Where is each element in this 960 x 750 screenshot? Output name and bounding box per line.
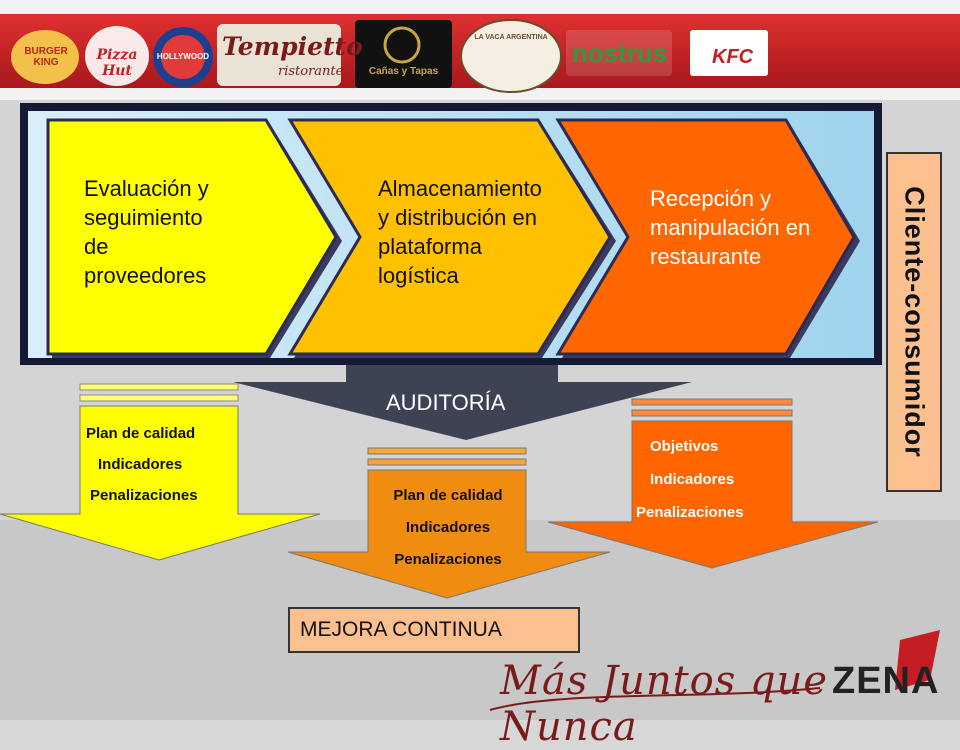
down-arrow-logistics <box>287 447 611 599</box>
logo-tempietto-sub: ristorante <box>278 64 344 79</box>
stage-supplier-evaluation <box>46 118 338 356</box>
footer-swash <box>489 687 821 711</box>
logo-hollywood: HOLLYWOOD <box>156 52 210 61</box>
stage-restaurant-handling <box>555 118 856 356</box>
list-restaurant: Objetivos Indicadores Penalizaciones <box>636 438 744 521</box>
tempietto-logo-shape <box>217 24 341 86</box>
stage-logistics-platform <box>287 118 612 356</box>
customer-side-label: Cliente-consumidor <box>886 152 942 492</box>
nostrus-logo-shape <box>566 30 672 76</box>
stage-label-supplier: Evaluación y seguimiento de proveedores <box>84 176 209 288</box>
list-supplier: Plan de calidad Indicadores Penalizacion… <box>86 425 198 504</box>
down-arrow-restaurant <box>547 398 879 569</box>
list-logistics: Plan de calidad Indicadores Penalizacion… <box>393 487 503 568</box>
audit-label: AUDITORÍA <box>386 390 506 415</box>
logo-tempietto: Tempietto <box>222 32 363 61</box>
audit-arrow <box>233 382 692 440</box>
logo-pizza-hut: Pizza Hut <box>96 47 138 79</box>
pizza-hut-logo-shape <box>85 26 149 86</box>
burger-king-logo-shape <box>11 30 79 84</box>
canas-tapas-logo-shape <box>355 20 452 88</box>
down-arrow-supplier <box>0 383 321 561</box>
kfc-logo-shape <box>690 30 768 76</box>
logo-canas-tapas: Cañas y Tapas <box>368 66 439 77</box>
zena-mark <box>895 630 940 690</box>
logo-vaca-argentina: LA VACA ARGENTINA <box>474 34 548 41</box>
logo-banner <box>0 0 960 100</box>
stage-label-logistics: Almacenamiento y distribución en platafo… <box>378 176 542 288</box>
logo-kfc: KFC <box>712 46 754 68</box>
diagram-canvas <box>0 0 960 720</box>
footer-brand: ZENA <box>832 660 940 702</box>
logo-burger-king: BURGER KING <box>24 46 68 68</box>
logo-nostrus: nostrus <box>572 38 668 68</box>
stage-label-restaurant: Recepción y manipulación en restaurante <box>650 186 811 269</box>
vaca-argentina-logo-shape <box>460 19 562 93</box>
continuous-improvement-box: MEJORA CONTINUA <box>288 607 580 653</box>
